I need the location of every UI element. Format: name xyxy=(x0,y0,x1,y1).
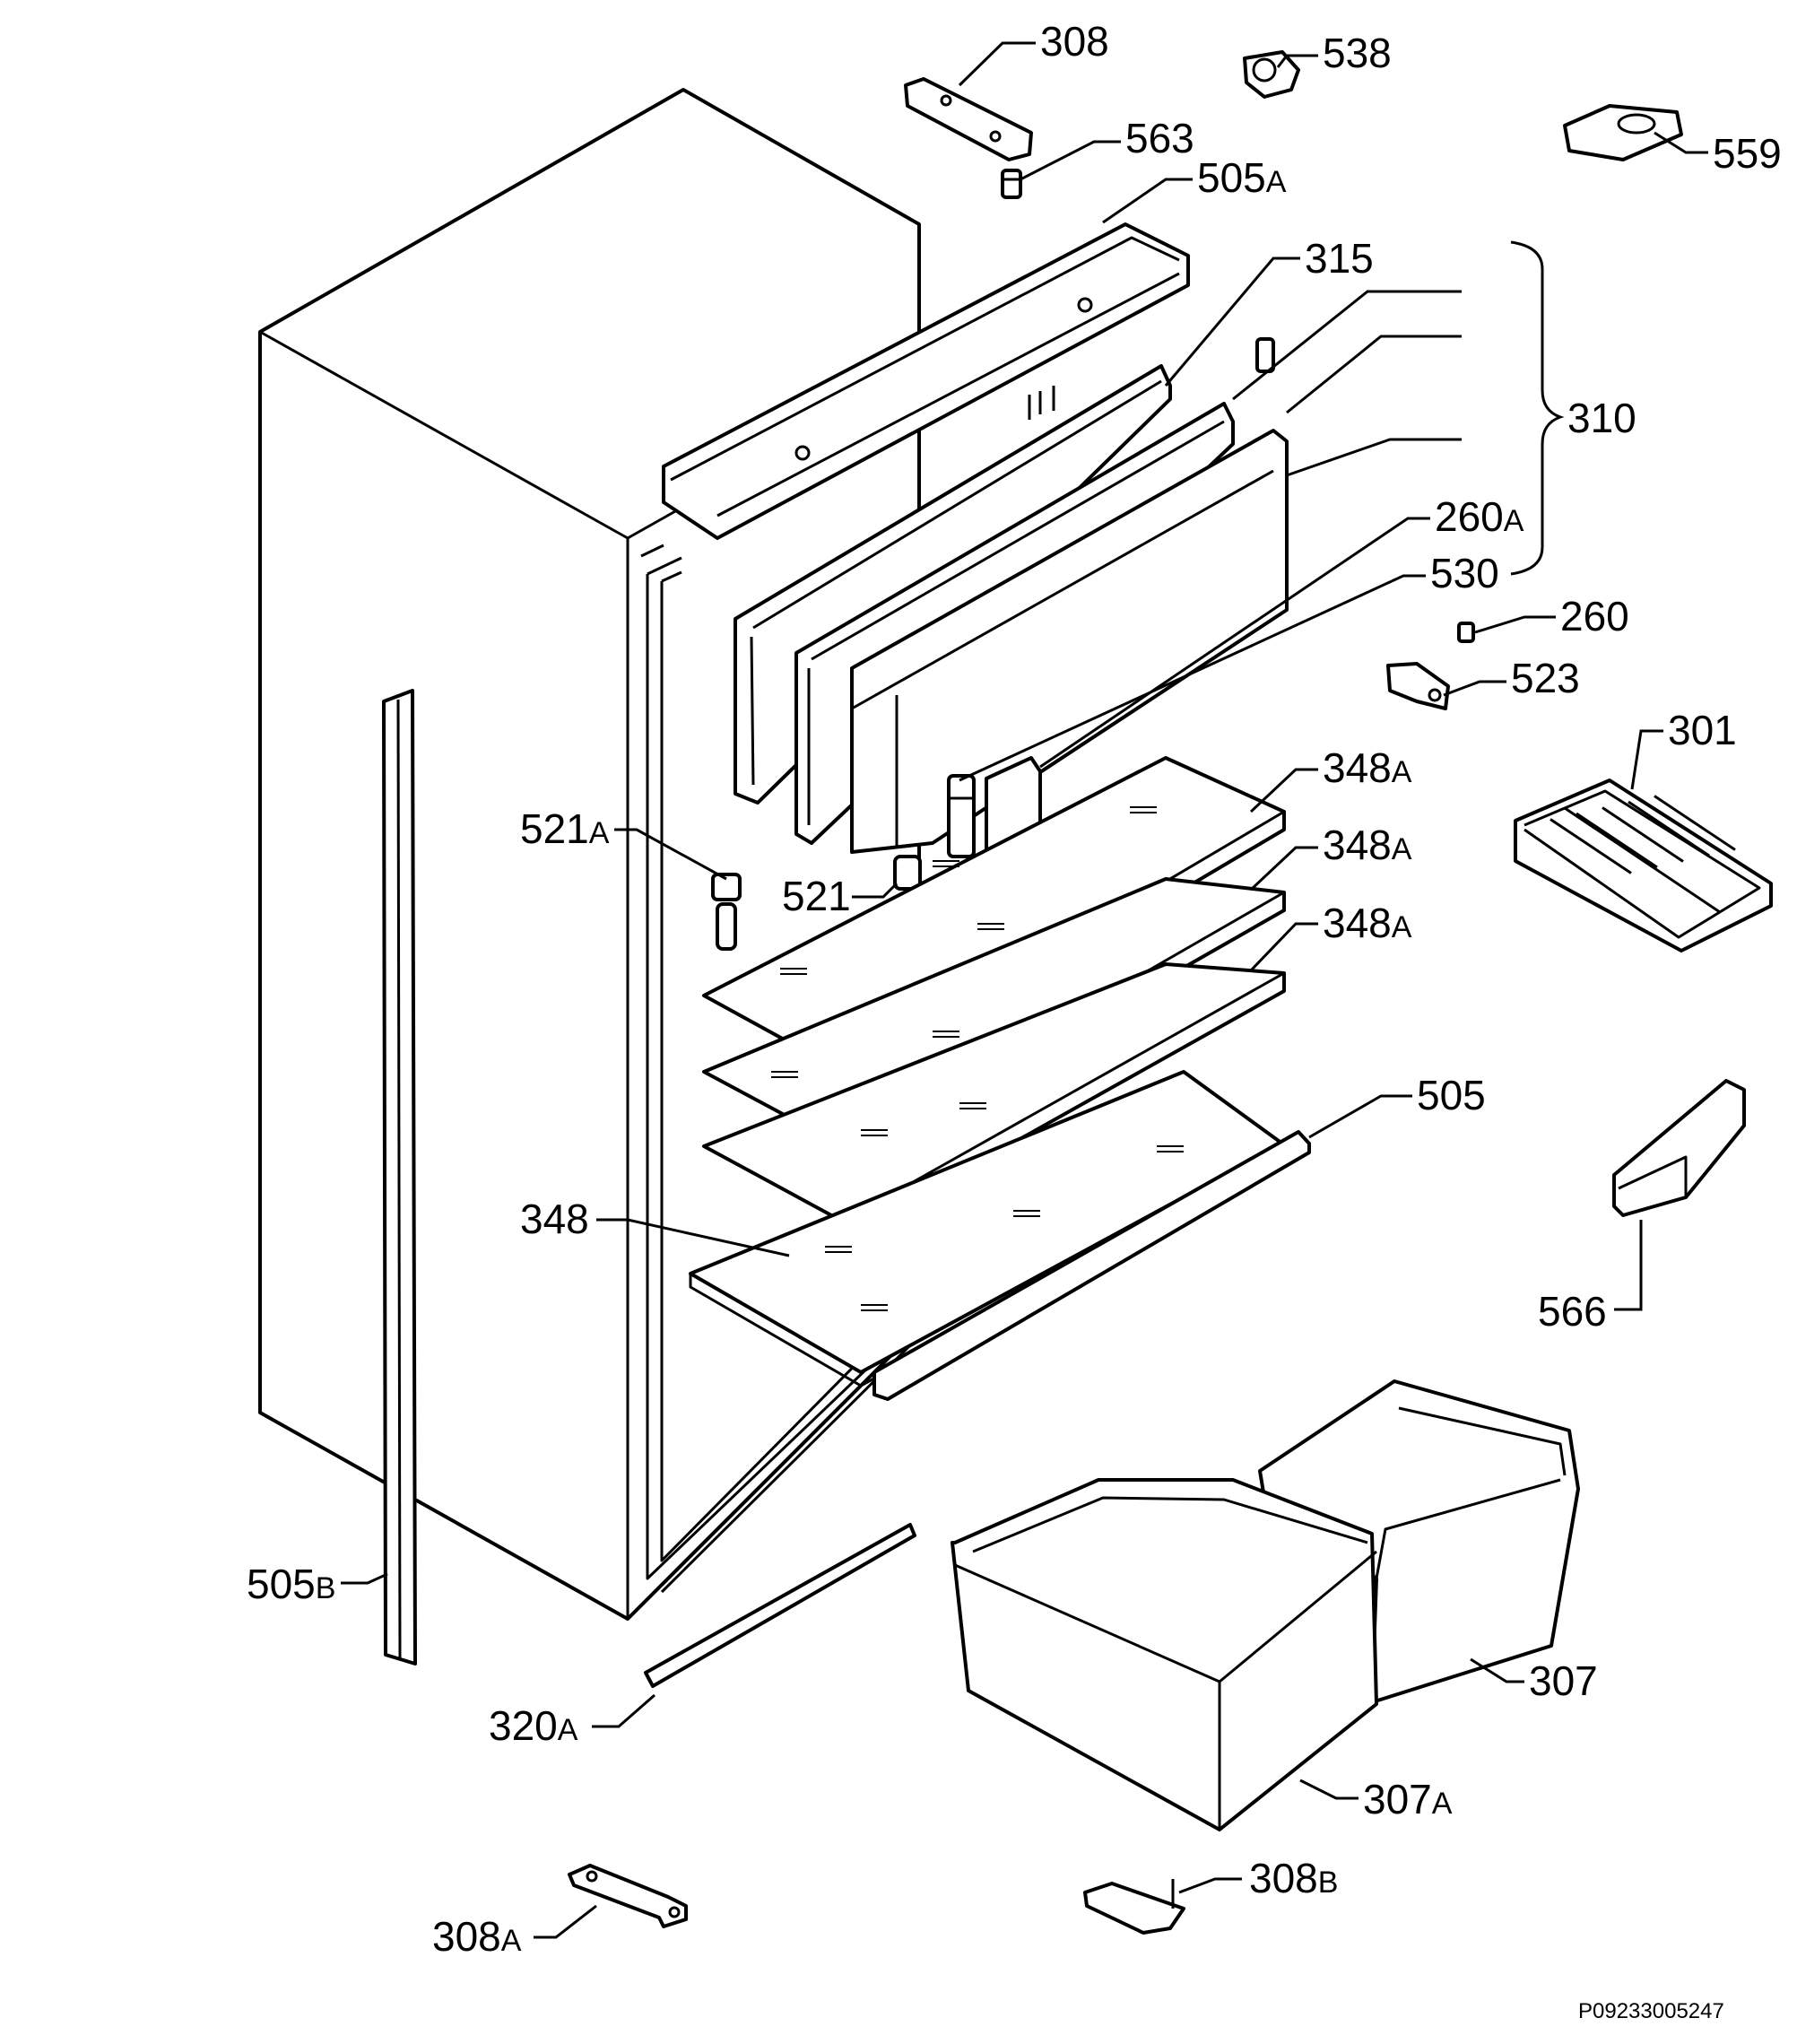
callout-308a: 308A xyxy=(432,1913,522,1960)
document-id: P09233005247 xyxy=(1578,1999,1724,2023)
lamp-holder-523 xyxy=(1386,662,1450,710)
freezer-door-panel xyxy=(850,429,1289,854)
cabinet-body xyxy=(258,88,921,1621)
ice-cube-tray xyxy=(1514,778,1773,952)
ice-tray-divider xyxy=(1564,806,1721,914)
clip-260 xyxy=(1457,622,1475,643)
callout-521: 521 xyxy=(782,873,851,919)
callout-505: 505 xyxy=(1417,1072,1486,1118)
door-bin-307a xyxy=(951,1478,1378,1831)
callout-348: 348 xyxy=(520,1196,589,1242)
callout-530: 530 xyxy=(1430,550,1499,596)
ice-tray-divider xyxy=(1576,812,1658,869)
kick-plate-320a xyxy=(644,1523,916,1688)
callout-538: 538 xyxy=(1323,30,1392,76)
hinge-cap-538 xyxy=(1243,50,1300,99)
ice-tray-divider xyxy=(1550,818,1632,874)
callout-260a: 260A xyxy=(1435,493,1524,540)
door-clip xyxy=(947,774,976,858)
callout-523: 523 xyxy=(1511,655,1580,701)
screw-563 xyxy=(1001,169,1022,199)
ice-tray-divider xyxy=(1654,795,1736,851)
screw-315 xyxy=(1255,337,1275,373)
callout-307: 307 xyxy=(1529,1657,1598,1704)
bottle-rack-566 xyxy=(1612,1079,1746,1217)
cover-559 xyxy=(1563,104,1683,161)
hinge-bottom-308a xyxy=(568,1864,688,1928)
hinge-top xyxy=(904,77,1033,161)
callout-315: 315 xyxy=(1305,235,1374,282)
hinge-pin-308b xyxy=(1083,1879,1185,1935)
callout-566: 566 xyxy=(1538,1288,1607,1335)
callout-348a-3: 348A xyxy=(1323,900,1412,946)
callout-563: 563 xyxy=(1125,115,1194,161)
bracket-310 xyxy=(1510,240,1565,576)
callout-310: 310 xyxy=(1567,395,1636,441)
callout-348a-1: 348A xyxy=(1323,744,1412,791)
clip-521 xyxy=(893,855,922,891)
ice-tray-divider xyxy=(1628,800,1710,857)
callout-521a: 521A xyxy=(520,805,610,852)
callout-labels: 308 538 559 563 505A 315 310 260A 530 26… xyxy=(247,18,1782,1960)
callout-308: 308 xyxy=(1040,18,1109,65)
callout-301: 301 xyxy=(1668,707,1737,753)
leader-lines xyxy=(341,41,1708,1939)
callout-260: 260 xyxy=(1560,593,1629,639)
callout-307a: 307A xyxy=(1363,1776,1453,1822)
callout-505a: 505A xyxy=(1197,154,1287,201)
evaporator-cover xyxy=(662,222,1190,540)
callout-320a: 320A xyxy=(489,1702,578,1749)
callout-348a-2: 348A xyxy=(1323,822,1412,868)
callout-308b: 308B xyxy=(1249,1855,1338,1901)
crisper-seal-505 xyxy=(872,1130,1311,1401)
callout-505b: 505B xyxy=(247,1561,335,1607)
callout-559: 559 xyxy=(1713,130,1782,177)
door-bin-307 xyxy=(1258,1379,1580,1704)
ice-tray-divider xyxy=(1602,806,1684,863)
stud-521a xyxy=(711,873,742,951)
door-seal-strip xyxy=(382,689,417,1666)
glass-hatching xyxy=(771,806,1184,1311)
